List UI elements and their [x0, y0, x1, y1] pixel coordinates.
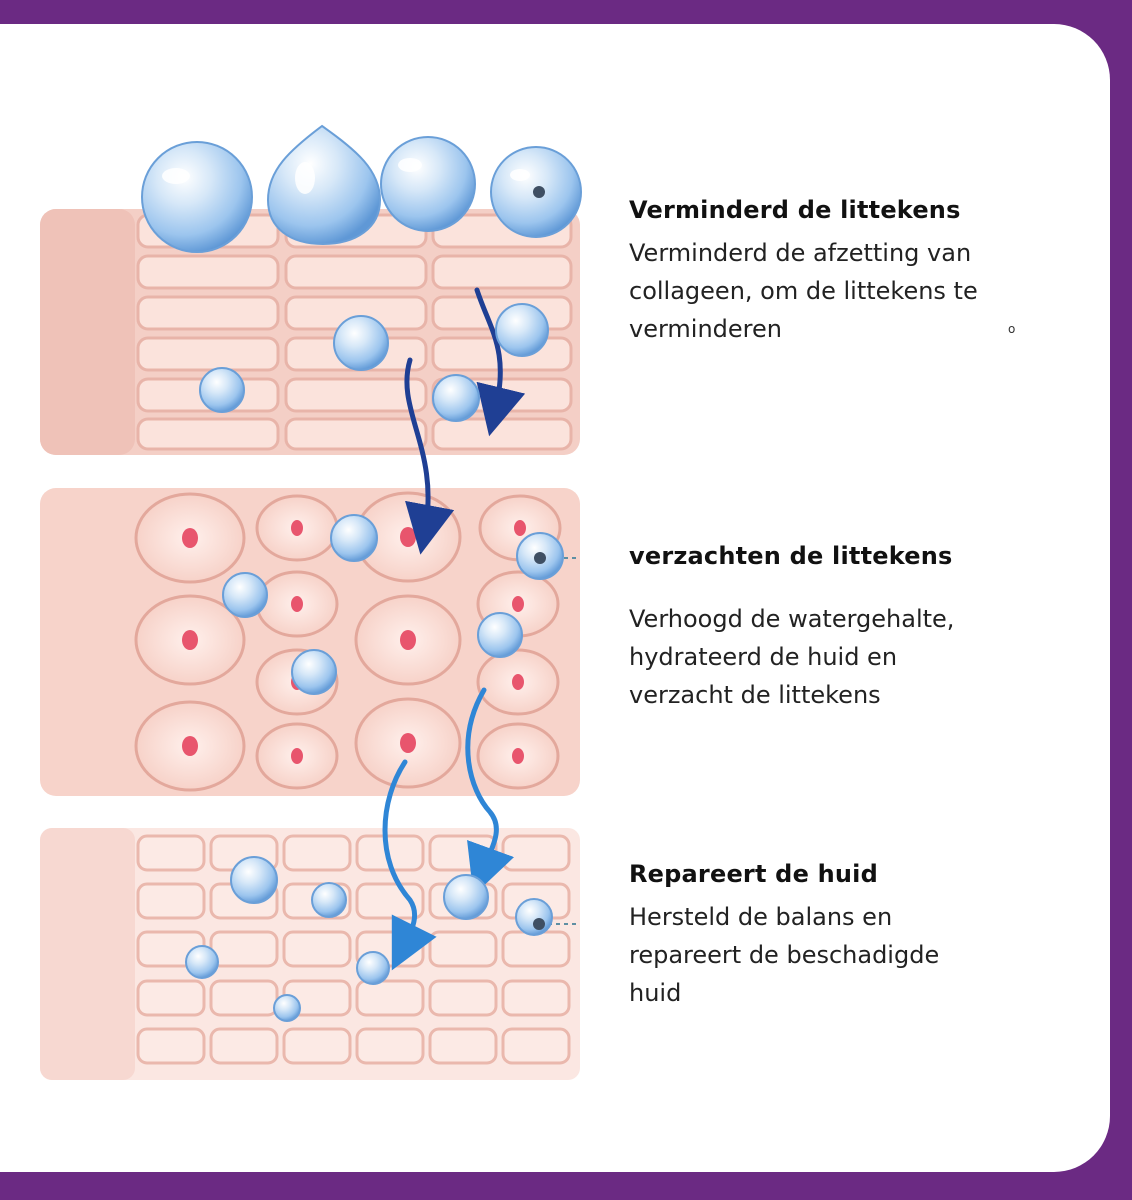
description-line: verzacht de littekens	[629, 681, 881, 709]
water-droplets	[141, 124, 582, 1022]
feature-repair-skin: Repareert de huid Hersteld de balans en …	[629, 860, 1099, 1012]
pointer-dots	[533, 186, 546, 930]
feature-description: Hersteld de balans en repareert de besch…	[629, 898, 1099, 1012]
bottom-skin-layer	[40, 828, 580, 1080]
feature-title: Repareert de huid	[629, 860, 878, 888]
feature-reduce-scars: Verminderd de littekens Verminderd de af…	[629, 196, 1099, 348]
droplet-highlights	[162, 158, 530, 194]
description-line: Verhoogd de watergehalte,	[629, 605, 955, 633]
description-line: verminderen	[629, 315, 782, 343]
description-line: hydrateerd de huid en	[629, 643, 898, 671]
description-line: collageen, om de littekens te	[629, 277, 978, 305]
description-line: Hersteld de balans en	[629, 903, 893, 931]
description-line: Verminderd de afzetting van	[629, 239, 972, 267]
description-line: repareert de beschadigde	[629, 941, 940, 969]
feature-description: Verminderd de afzetting van collageen, o…	[629, 234, 1099, 348]
feature-title: verzachten de littekens	[629, 542, 953, 570]
description-line: huid	[629, 979, 682, 1007]
flow-arrows	[382, 287, 526, 971]
stray-mark: o	[1008, 322, 1016, 336]
feature-title: Verminderd de littekens	[629, 196, 961, 224]
feature-soften-scars: verzachten de littekens Verhoogd de wate…	[629, 542, 1099, 714]
feature-description: Verhoogd de watergehalte, hydrateerd de …	[629, 600, 1099, 714]
